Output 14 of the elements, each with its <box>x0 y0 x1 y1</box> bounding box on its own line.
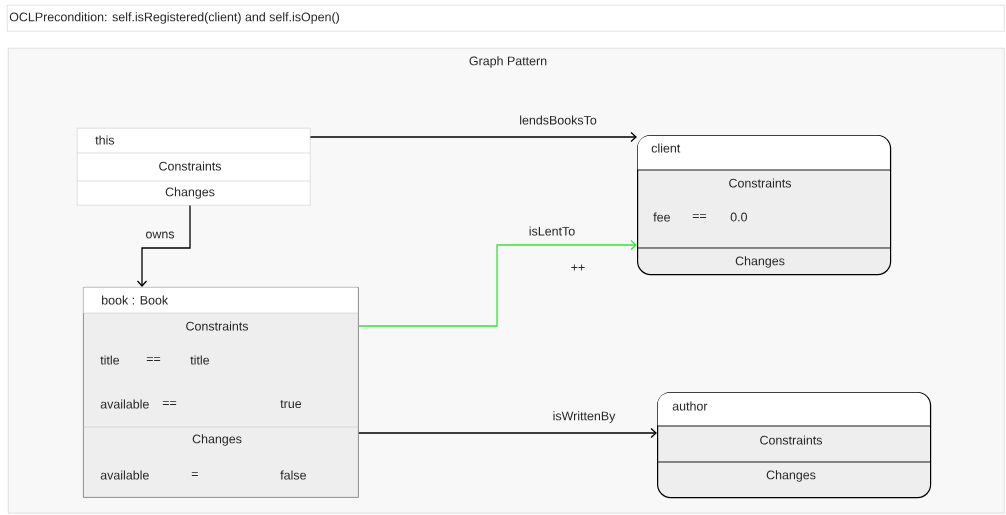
arrow <box>136 204 191 287</box>
edge-label: owns <box>144 230 176 240</box>
object-box: client Constraints fee == 0.0 Changes <box>636 135 892 276</box>
edge-label: isLentTo <box>527 225 577 237</box>
edge-label: lendsBooksTo <box>518 114 598 126</box>
precondition-field: OCLPrecondition: self.isRegistered(client) and self.isOpen() <box>7 5 1005 32</box>
edge-label: isWrittenBy <box>551 410 617 424</box>
arrow <box>358 239 637 327</box>
object-box: this Constraints Changes <box>76 128 311 206</box>
arrow <box>309 131 637 143</box>
multiplicity-mark: ++ <box>571 264 585 271</box>
object-box: author Constraints Changes <box>656 392 932 499</box>
object-box: book : Book Constraints title == title available == true Changes available = false <box>82 287 359 498</box>
arrow <box>358 427 657 439</box>
